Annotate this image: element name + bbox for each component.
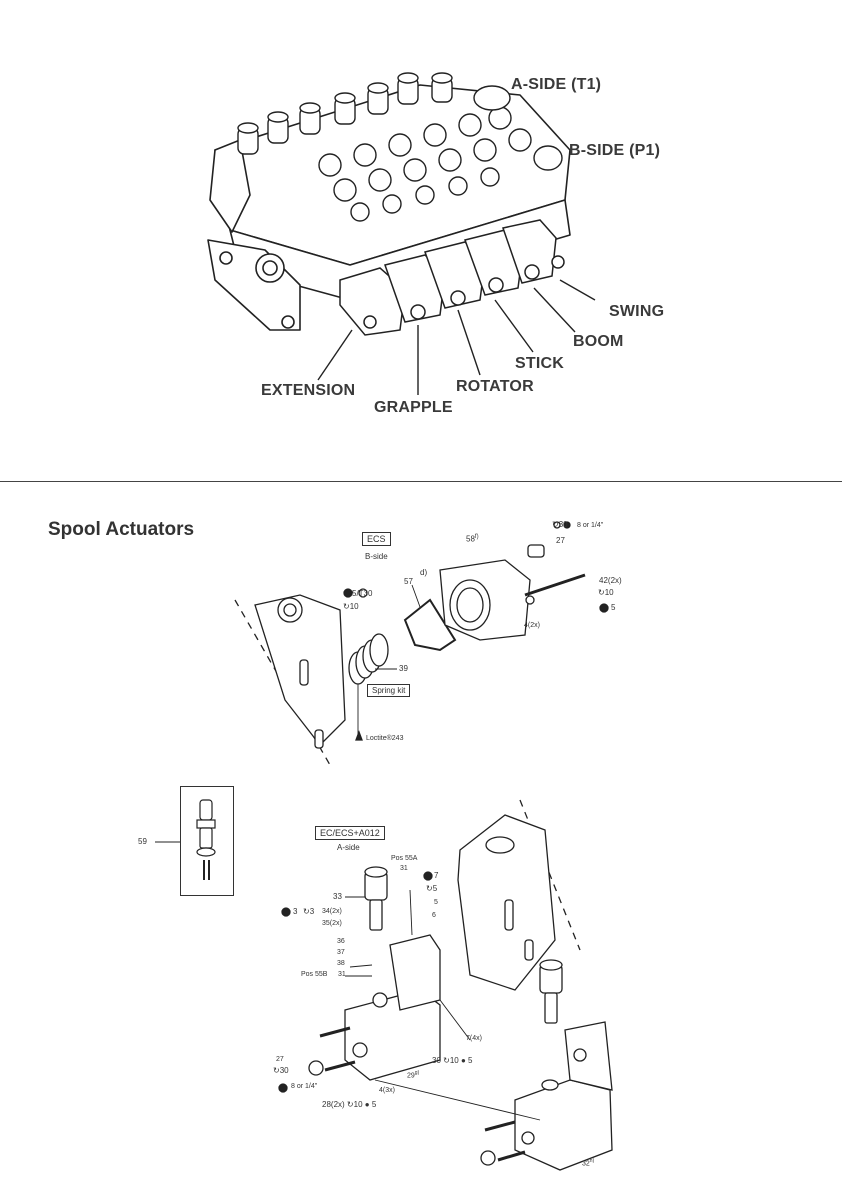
label-rotator: ROTATOR xyxy=(456,378,534,395)
callout-torque-30: ↻30 xyxy=(552,520,568,529)
callout-30b: 30 ↻10 ● 5 xyxy=(432,1056,473,1065)
callout-6: 6 xyxy=(432,912,436,919)
callout-59: 59 xyxy=(138,837,147,846)
spring-icon xyxy=(348,633,389,685)
label-grapple: GRAPPLE xyxy=(374,399,453,416)
label-b-side: B-SIDE (P1) xyxy=(569,142,661,159)
valve-block-illustration xyxy=(207,72,596,395)
ecs-box-label: ECS xyxy=(362,532,391,546)
callout-wrench: 8 or 1/4" xyxy=(291,1083,318,1090)
callout-w3: 3 xyxy=(293,907,298,916)
callout-t30: ↻30 xyxy=(273,1066,289,1075)
stud-row xyxy=(237,72,453,155)
callout-42: 42(2x) xyxy=(599,576,622,585)
callout-58: 58f) xyxy=(466,534,479,544)
callout-39: 39 xyxy=(399,664,408,673)
label-boom: BOOM xyxy=(573,333,624,350)
spring-kit-label: Spring kit xyxy=(367,684,411,697)
callout-7: 7(4x) xyxy=(466,1035,482,1042)
callout-wrench-5: 5 xyxy=(611,603,616,612)
callout-4: 4(2x) xyxy=(524,622,540,629)
callout-37: 37 xyxy=(337,949,345,956)
callout-32: 32h) xyxy=(582,1158,595,1168)
callout-t5: ↻5 xyxy=(426,884,438,893)
part-59-inset xyxy=(180,786,234,896)
loctite-label: Loctite®243 xyxy=(366,735,404,742)
callout-33: 33 xyxy=(333,892,342,901)
callout-27: 27 xyxy=(556,536,565,545)
callout-34: 34(2x) xyxy=(322,908,342,915)
callout-38: 38 xyxy=(337,960,345,967)
callout-wrench-size: 8 or 1/4" xyxy=(577,522,604,529)
label-stick: STICK xyxy=(515,355,564,372)
ec-side-label: A-side xyxy=(337,843,360,852)
ecs-side-label: B-side xyxy=(365,552,388,561)
callout-27: 27 xyxy=(276,1056,284,1063)
callout-57: 57 xyxy=(404,577,413,586)
callout-35: 35(2x) xyxy=(322,920,342,927)
callout-torque-10-left: ↻10 xyxy=(343,602,359,611)
label-a-side: A-SIDE (T1) xyxy=(511,76,602,93)
section-divider xyxy=(0,481,842,482)
callout-tool-left: 5/T30 xyxy=(352,589,373,598)
label-swing: SWING xyxy=(609,303,665,320)
callout-29: 29g) xyxy=(407,1070,420,1080)
callout-w7: 7 xyxy=(434,871,439,880)
callout-t3: ↻3 xyxy=(303,907,315,916)
callout-36: 36 xyxy=(337,938,345,945)
callout-31a: 31 xyxy=(400,865,408,872)
callout-5: 5 xyxy=(434,899,438,906)
label-extension: EXTENSION xyxy=(261,382,356,399)
callout-d: d) xyxy=(420,568,428,577)
callout-torque-10: ↻10 xyxy=(598,588,614,597)
callout-28: 28(2x) ↻10 ● 5 xyxy=(322,1100,377,1109)
callout-pos55a: Pos 55A xyxy=(391,855,418,862)
section-title: Spool Actuators xyxy=(48,519,195,540)
callout-31b: 31 xyxy=(338,971,346,978)
callout-pos55b: Pos 55B xyxy=(301,971,328,978)
ec-box-label: EC/ECS+A012 xyxy=(315,826,385,840)
callout-4: 4(3x) xyxy=(379,1087,395,1094)
